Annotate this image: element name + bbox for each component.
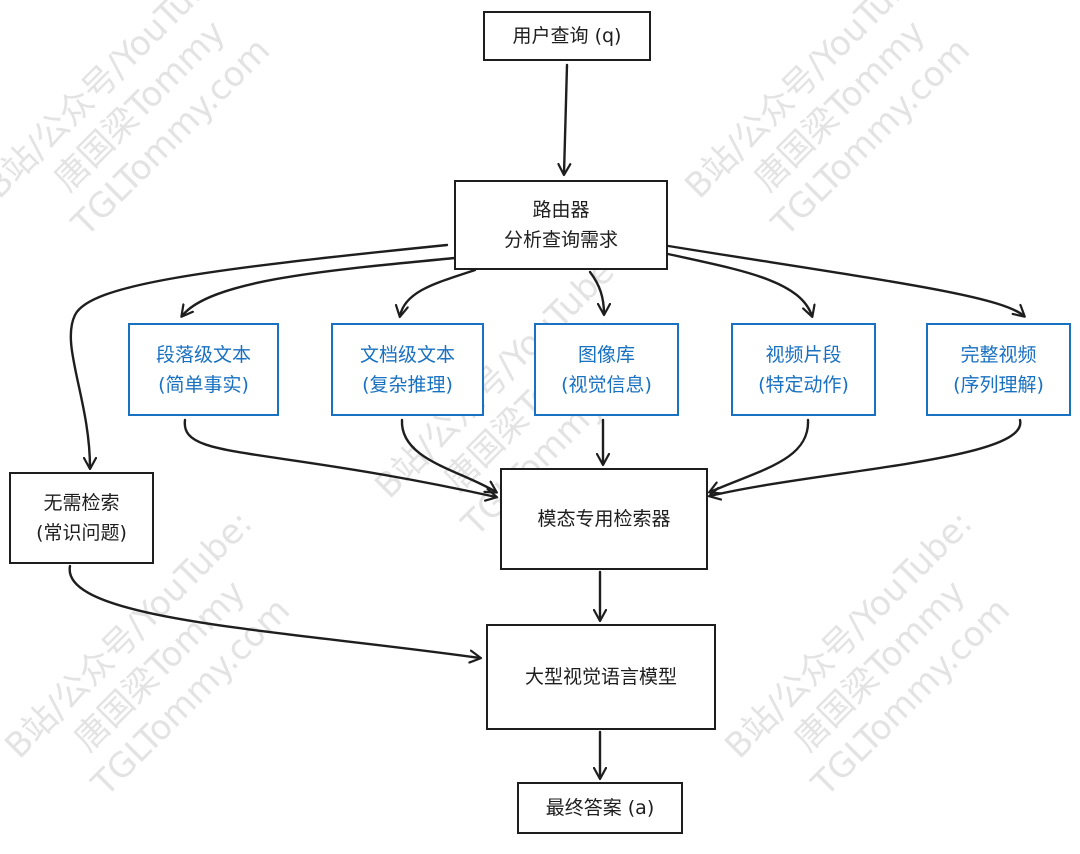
paragraph-text-title: 段落级文本	[155, 343, 251, 366]
lvlm-node: 大型视觉语言模型	[486, 624, 716, 730]
no-retrieval-node: 无需检索 (常识问题)	[9, 472, 154, 564]
no-retrieval-subtitle: (常识问题)	[36, 522, 127, 544]
video-clip-title: 视频片段	[765, 343, 842, 366]
arrow-router-no-retrieval	[69, 243, 449, 468]
router-node: 路由器 分析查询需求	[454, 180, 668, 270]
paragraph-text-subtitle: (简单事实)	[158, 373, 249, 396]
no-retrieval-title: 无需检索	[43, 492, 120, 514]
lvlm-label: 大型视觉语言模型	[524, 666, 677, 688]
document-text-title: 文档级文本	[359, 343, 455, 366]
full-video-subtitle: (序列理解)	[953, 373, 1044, 396]
full-video-title: 完整视频	[960, 343, 1037, 366]
final-answer-label: 最终答案 (a)	[545, 797, 655, 819]
modality-retriever-label: 模态专用检索器	[537, 508, 671, 530]
arrow-video-retriever	[710, 418, 1022, 496]
arrow-no-retrieval-lvlm	[68, 564, 480, 658]
arrow-router-document	[400, 268, 477, 316]
full-video-node: 完整视频 (序列理解)	[926, 323, 1071, 416]
image-library-title: 图像库	[577, 343, 635, 366]
user-query-node: 用户查询 (q)	[483, 11, 651, 61]
arrow-router-clip	[666, 252, 812, 316]
arrow-clip-retriever	[710, 418, 810, 492]
arrow-query-router	[564, 63, 567, 174]
arrow-document-retriever	[400, 418, 496, 492]
video-clip-node: 视频片段 (特定动作)	[731, 323, 876, 416]
router-title: 路由器	[532, 199, 590, 221]
video-clip-subtitle: (特定动作)	[758, 373, 849, 396]
modality-retriever-node: 模态专用检索器	[500, 468, 708, 570]
final-answer-node: 最终答案 (a)	[517, 782, 683, 834]
arrow-paragraph-retriever	[183, 418, 496, 497]
router-subtitle: 分析查询需求	[503, 229, 618, 251]
document-text-subtitle: (复杂推理)	[362, 373, 453, 396]
paragraph-text-node: 段落级文本 (简单事实)	[128, 323, 279, 416]
document-text-node: 文档级文本 (复杂推理)	[331, 323, 484, 416]
arrow-router-video	[660, 243, 1024, 316]
image-library-node: 图像库 (视觉信息)	[534, 323, 679, 416]
arrow-router-paragraph	[182, 256, 457, 316]
image-library-subtitle: (视觉信息)	[561, 373, 652, 396]
arrow-router-image	[588, 270, 604, 314]
user-query-label: 用户查询 (q)	[512, 25, 622, 47]
